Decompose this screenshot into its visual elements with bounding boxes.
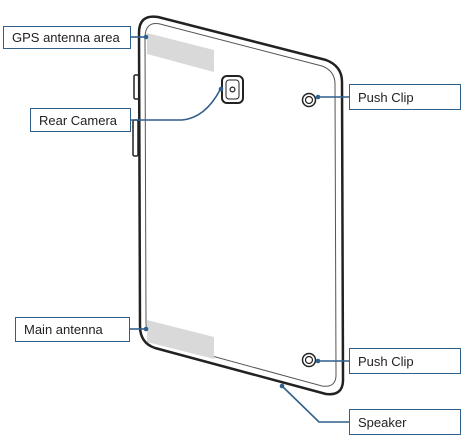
push-clip-top [301, 92, 317, 108]
rear-camera-lens [229, 86, 236, 93]
leader-rear-camera [131, 89, 221, 121]
leader-speaker [281, 385, 349, 423]
label-main-antenna: Main antenna [15, 317, 130, 342]
push-clip-top-outer [301, 92, 317, 108]
label-gps-antenna-area: GPS antenna area [3, 26, 131, 49]
tablet-body-inner-edge [144, 23, 337, 387]
label-speaker-text: Speaker [358, 414, 407, 430]
rear-camera-inner [225, 79, 240, 100]
label-push-clip-bottom: Push Clip [349, 348, 461, 374]
dot-main-antenna [143, 326, 149, 332]
leader-lines [130, 36, 349, 423]
label-gps-antenna-area-text: GPS antenna area [12, 30, 120, 45]
main-antenna-area [147, 320, 214, 359]
push-clip-bottom-inner [304, 355, 314, 365]
label-push-clip-top: Push Clip [349, 84, 461, 110]
dot-speaker [279, 383, 285, 389]
dot-rear-camera [218, 86, 224, 92]
rear-camera [221, 75, 244, 104]
dot-push-clip-top [315, 94, 321, 100]
push-clip-bottom [301, 352, 317, 368]
label-main-antenna-text: Main antenna [24, 322, 103, 337]
push-clip-top-inner [304, 95, 314, 105]
label-rear-camera-text: Rear Camera [39, 112, 118, 128]
label-speaker: Speaker [349, 409, 461, 435]
tablet-body-outline [137, 15, 345, 396]
dot-gps [143, 34, 149, 40]
label-push-clip-top-text: Push Clip [358, 89, 414, 105]
label-push-clip-bottom-text: Push Clip [358, 353, 414, 369]
label-rear-camera: Rear Camera [30, 108, 131, 132]
push-clip-bottom-outer [301, 352, 317, 368]
gps-antenna-area [147, 33, 214, 72]
side-button-lower [132, 119, 139, 157]
dot-push-clip-bottom [315, 358, 321, 364]
leader-dots [143, 34, 321, 389]
